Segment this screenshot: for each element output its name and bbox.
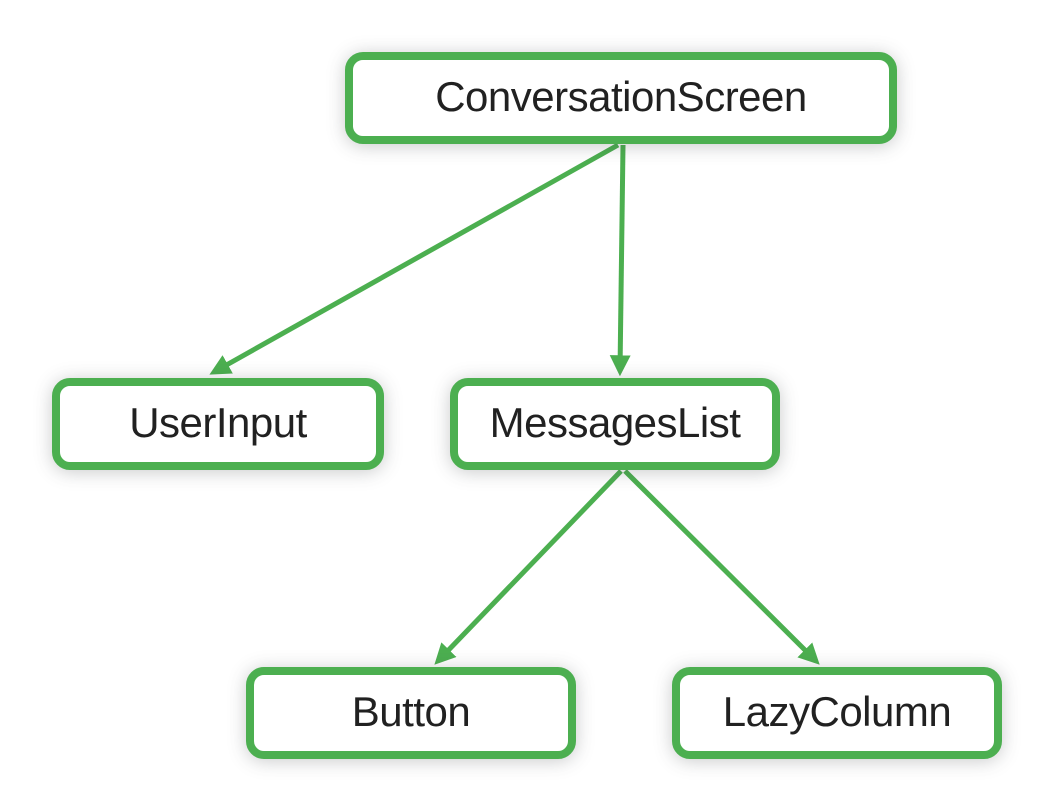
node-label-messages-list: MessagesList [489,399,741,446]
edge-messageslist-lazycolumn [623,469,820,665]
node-lazy-column: LazyColumn [672,667,1002,759]
node-label-conversation-screen: ConversationScreen [435,73,807,120]
edge-conversationscreen-userinput [209,142,620,375]
node-user-input: UserInput [52,378,384,470]
node-messages-list: MessagesList [450,378,780,470]
node-button: Button [246,667,576,759]
node-label-user-input: UserInput [129,399,307,446]
node-label-button: Button [351,688,471,735]
edge-conversationscreen-messageslist [609,144,631,377]
node-label-lazy-column: LazyColumn [722,688,952,735]
edge-messageslist-button [434,469,623,665]
node-conversation-screen: ConversationScreen [345,52,897,144]
